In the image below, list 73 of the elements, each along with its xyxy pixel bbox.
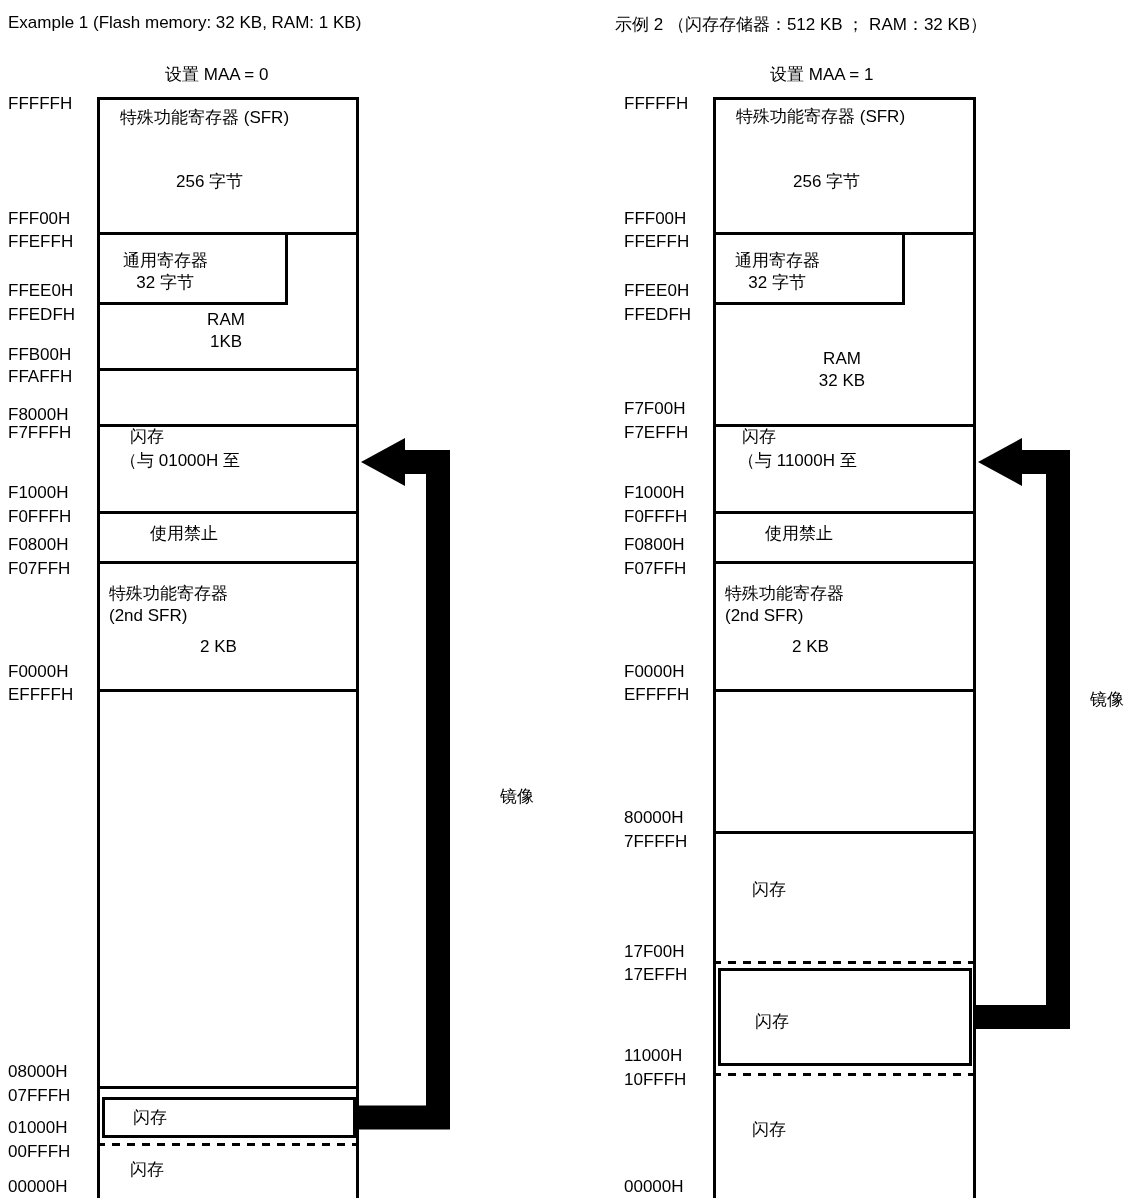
region-label: RAM 1KB [206, 309, 246, 353]
region-label: 闪存 [133, 1107, 167, 1129]
address-label: 01000H [8, 1117, 68, 1139]
region-label: 256 字节 [793, 171, 861, 193]
address-label: F0000H [624, 661, 685, 683]
register-block [97, 232, 288, 305]
region-label: 闪存 [130, 1159, 164, 1181]
address-label: FFAFFH [8, 366, 73, 388]
region-label: 通用寄存器 32 字节 [733, 250, 821, 294]
region-label: 闪存 [752, 1119, 786, 1141]
address-label: FFEFFH [624, 231, 690, 253]
register-block [713, 232, 905, 305]
address-label: FFF00H [8, 208, 71, 230]
address-label: F07FFH [624, 558, 687, 580]
address-label: 17F00H [624, 941, 685, 963]
register-block [102, 1097, 356, 1138]
memory-region [97, 689, 359, 1089]
region-label: 特殊功能寄存器 (SFR) [120, 107, 290, 129]
address-label: F0000H [8, 661, 69, 683]
address-label: FFEDFH [8, 304, 76, 326]
region-label: 闪存 [752, 879, 786, 901]
address-label: FFFFFH [624, 93, 689, 115]
memory-region [713, 831, 976, 964]
address-label: 17EFFH [624, 964, 688, 986]
address-label: FFEDFH [624, 304, 692, 326]
address-label: FFEFFH [8, 231, 74, 253]
address-label: 7FFFFH [624, 831, 688, 853]
address-label: 07FFFH [8, 1085, 71, 1107]
address-label: FFEE0H [624, 280, 690, 302]
register-block [718, 968, 972, 1066]
address-label: F0800H [8, 534, 69, 556]
region-label: 2 KB [200, 636, 237, 658]
address-label: FFB00H [8, 344, 72, 366]
address-label: F1000H [624, 482, 685, 504]
address-label: 00000H [8, 1176, 68, 1198]
address-label: F7F00H [624, 398, 686, 420]
address-label: F07FFH [8, 558, 71, 580]
address-label: F7EFFH [624, 422, 689, 444]
address-label: FFF00H [624, 208, 687, 230]
edge-label: 镜像 [500, 786, 534, 808]
address-label: 08000H [8, 1061, 68, 1083]
address-label: F0FFFH [8, 506, 72, 528]
map-heading: 设置 MAA = 1 [770, 64, 874, 86]
address-label: 00000H [624, 1176, 684, 1198]
region-label: 特殊功能寄存器 (2nd SFR) [109, 583, 229, 627]
example-title: 示例 2 （闪存存储器：512 KB ； RAM：32 KB） [615, 14, 988, 36]
region-label: 特殊功能寄存器 (2nd SFR) [725, 583, 845, 627]
region-label: 特殊功能寄存器 (SFR) [736, 106, 906, 128]
address-label: F0FFFH [624, 506, 688, 528]
address-label: EFFFFH [8, 684, 74, 706]
region-label: 闪存 [742, 426, 776, 448]
region-label: 2 KB [792, 636, 829, 658]
region-label: 使用禁止 [765, 523, 833, 545]
address-label: FFFFFH [8, 93, 73, 115]
region-label: 闪存 [755, 1011, 789, 1033]
region-label: （与 01000H 至 [120, 450, 240, 472]
address-label: 80000H [624, 807, 684, 829]
address-label: FFEE0H [8, 280, 74, 302]
region-label: （与 11000H 至 [738, 450, 857, 472]
address-label: F0800H [624, 534, 685, 556]
region-label: RAM 32 KB [817, 348, 867, 392]
address-label: 11000H [624, 1045, 683, 1067]
region-label: 256 字节 [176, 171, 244, 193]
address-label: EFFFFH [624, 684, 690, 706]
example-title: Example 1 (Flash memory: 32 KB, RAM: 1 KB) [8, 12, 362, 34]
address-label: 00FFFH [8, 1141, 71, 1163]
edge-label: 镜像 [1090, 689, 1124, 711]
map-heading: 设置 MAA = 0 [165, 64, 269, 86]
address-label: F1000H [8, 482, 69, 504]
region-label: 使用禁止 [150, 523, 218, 545]
address-label: 10FFFH [624, 1069, 687, 1091]
region-label: 闪存 [130, 426, 164, 448]
region-label: 通用寄存器 32 字节 [121, 250, 209, 294]
